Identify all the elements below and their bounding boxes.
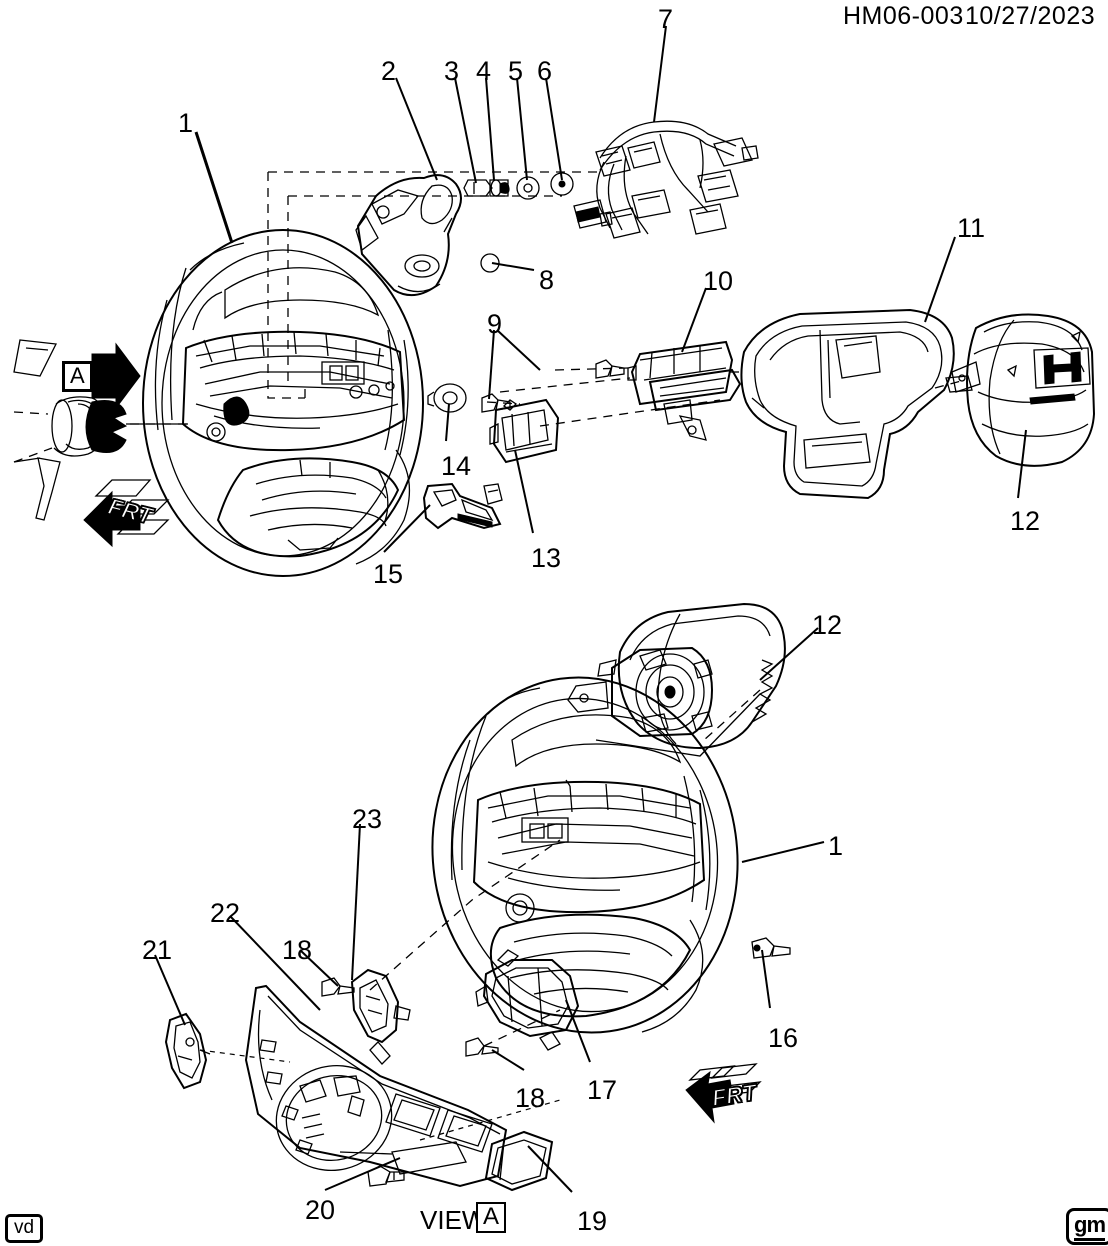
callout-steering-wheel-upper: 1 — [178, 108, 194, 138]
callout-nut: 3 — [444, 56, 460, 86]
part-14-button-cap — [427, 383, 467, 413]
leader-lines-upper — [194, 25, 1027, 553]
callout-screw-20: 20 — [305, 1195, 336, 1225]
view-label: VIEW — [420, 1205, 487, 1235]
corner-tag: vd — [5, 1214, 44, 1243]
callout-bracket: 2 — [381, 56, 397, 86]
part-6-cap — [550, 172, 574, 196]
part-2-bracket — [355, 174, 462, 297]
callout-cap: 6 — [537, 56, 553, 86]
callout-airbag-module: 12 — [1010, 506, 1041, 536]
part-17-switch — [475, 949, 580, 1051]
part-12-airbag-module — [951, 313, 1096, 467]
steering-wheel-upper — [142, 229, 424, 577]
frt-arrow-upper — [83, 479, 170, 548]
callout-washer-2: 5 — [508, 56, 524, 86]
callout-washer: 4 — [476, 56, 492, 86]
part-22-lower-cover — [244, 984, 508, 1188]
part-23-bracket — [350, 968, 411, 1065]
part-11-trim-cover — [740, 308, 973, 500]
part-4-washer — [489, 179, 510, 197]
part-10-switch-assembly — [627, 340, 742, 441]
section-marker-a — [91, 342, 141, 410]
drawing-number: HM06-003 — [843, 2, 964, 30]
callout-trim-cover: 11 — [957, 213, 986, 243]
callout-screw-18-left: 18 — [282, 935, 313, 965]
part-13-switch-block — [489, 398, 560, 464]
construction-lines-lower — [199, 689, 761, 1141]
frt-arrow-lower — [685, 1063, 762, 1124]
callout-wiring-harness: 7 — [658, 4, 674, 34]
part-18-screw-right — [465, 1037, 499, 1057]
callout-lower-cover-22: 22 — [210, 898, 241, 928]
view-ref-label: A — [476, 1202, 507, 1233]
callout-bolt-16: 16 — [768, 1023, 799, 1053]
callout-switch-block: 13 — [531, 543, 562, 573]
gm-logo-text: gm — [1074, 1214, 1106, 1241]
part-20-screw — [367, 1165, 405, 1187]
callout-bracket-23: 23 — [352, 804, 383, 834]
part-3-nut — [463, 179, 493, 197]
section-marker-a-label: A — [62, 361, 93, 392]
part-16-bolt — [751, 937, 791, 959]
part-8-ball — [480, 253, 500, 273]
callout-button-cap: 14 — [441, 451, 472, 481]
steering-column-coil — [13, 339, 188, 521]
callout-screw-ball: 8 — [539, 265, 555, 295]
callout-clip-21: 21 — [142, 935, 173, 965]
part-12-airbag-rear — [567, 602, 786, 757]
part-15-paddle-lever — [422, 482, 503, 530]
callout-switch-17: 17 — [587, 1075, 618, 1105]
part-7-wiring-harness — [573, 120, 759, 239]
callout-screw-pair: 9 — [487, 309, 503, 339]
gm-logo: gm — [1066, 1208, 1108, 1245]
callout-steering-wheel-lower: 1 — [828, 831, 844, 861]
part-21-clip — [164, 1012, 211, 1090]
leader-lines-lower — [154, 627, 825, 1193]
callout-airbag-rear-view: 12 — [812, 610, 843, 640]
callout-screw-18-right: 18 — [515, 1083, 546, 1113]
part-5-washer — [516, 176, 540, 200]
callout-cap-19: 19 — [577, 1206, 608, 1236]
callout-switch-assembly: 10 — [703, 266, 734, 296]
drawing-date: 10/27/2023 — [965, 2, 1096, 30]
part-19-cap — [484, 1130, 554, 1192]
callout-paddle-lever: 15 — [373, 559, 404, 589]
part-18-screw-left — [321, 977, 355, 997]
